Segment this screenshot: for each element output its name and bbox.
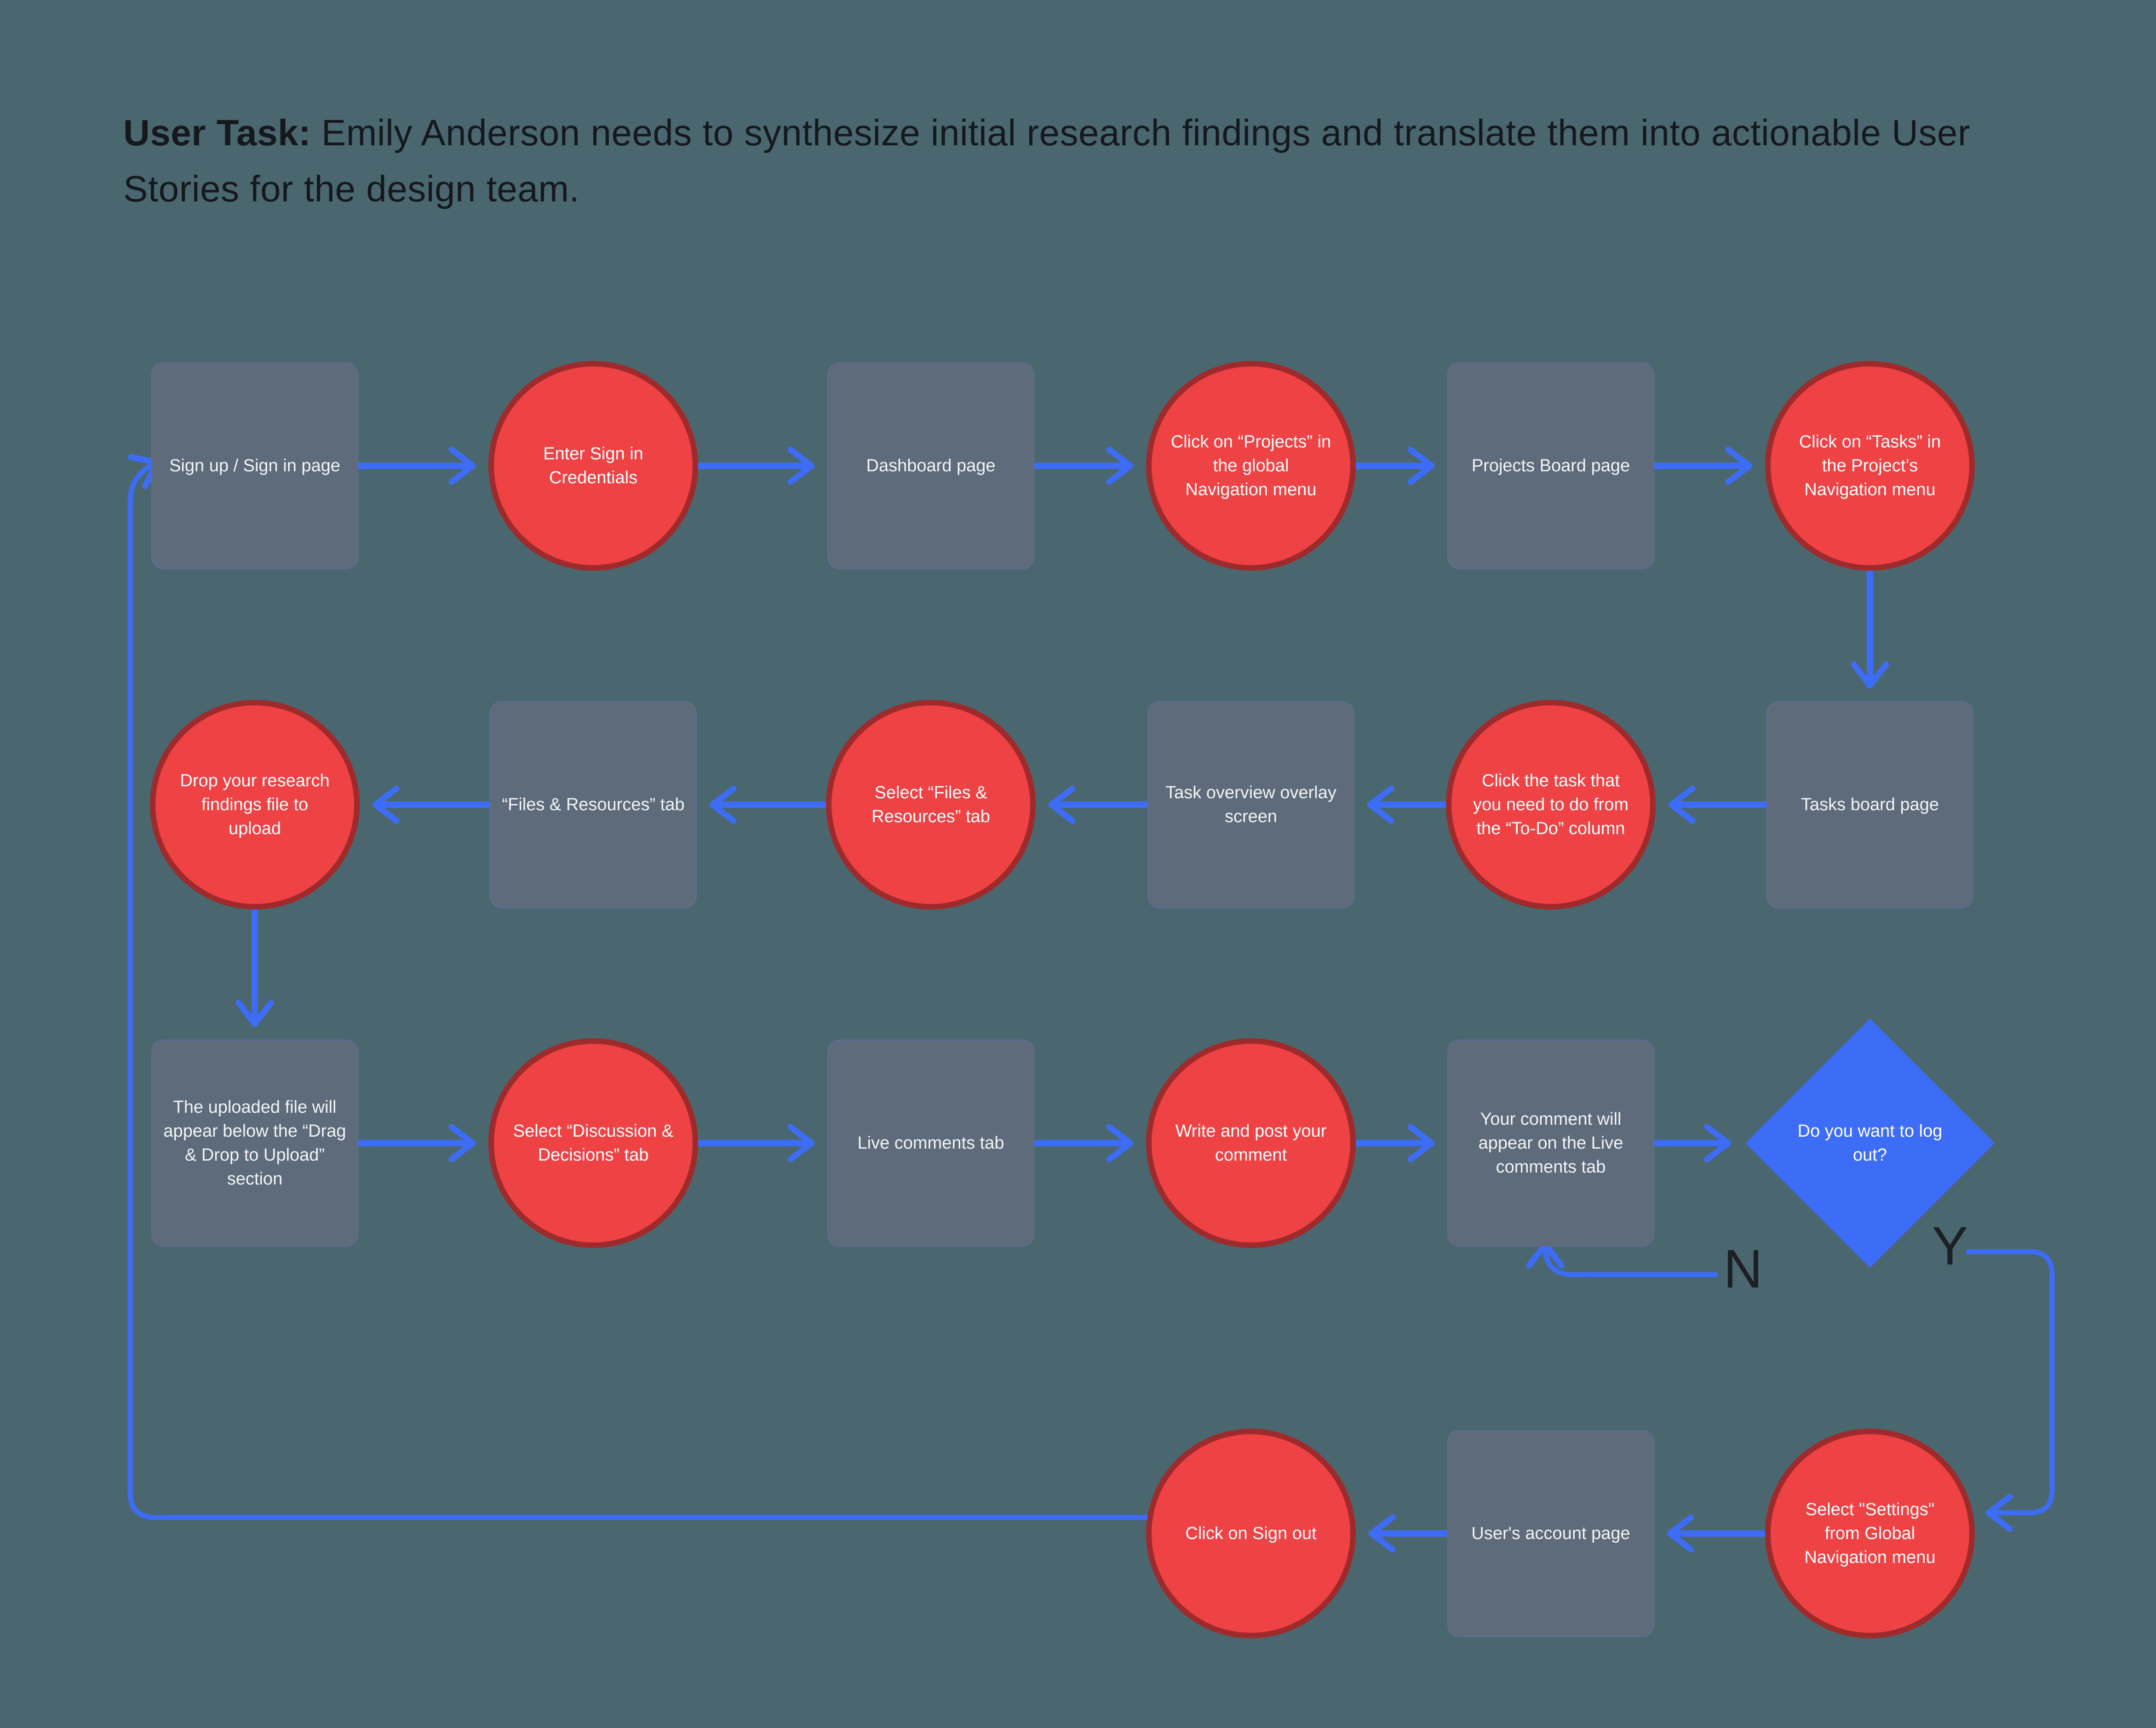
node-select-discussion[interactable]: Select “Discussion & Decisions” tab — [488, 1038, 698, 1248]
page-title-text: Emily Anderson needs to synthesize initi… — [123, 112, 1971, 209]
node-select-settings[interactable]: Select "Settings" from Global Navigation… — [1765, 1429, 1975, 1638]
node-label: Tasks board page — [1801, 795, 1939, 814]
node-click-sign-out[interactable]: Click on Sign out — [1146, 1429, 1356, 1638]
node-label: Select “Files & Resources” tab — [872, 783, 990, 826]
node-label: The uploaded file will appear below the … — [163, 1098, 346, 1189]
node-click-tasks[interactable]: Click on “Tasks” in the Project’s Naviga… — [1765, 361, 1975, 571]
page-title-prefix: User Task: — [123, 112, 311, 153]
node-drop-research-file[interactable]: Drop your research findings file to uplo… — [150, 700, 360, 910]
node-label: Your comment will appear on the Live com… — [1478, 1110, 1623, 1177]
edge-click-signout-to-signup — [127, 454, 1149, 1520]
node-label: User's account page — [1471, 1524, 1630, 1543]
node-label: Select "Settings" from Global Navigation… — [1804, 1500, 1936, 1567]
edge-yes-branch — [1966, 1249, 2055, 1532]
page-title: User Task: Emily Anderson needs to synth… — [123, 105, 2046, 217]
node-logout-decision-label: Do you want to log out? — [1783, 1083, 1957, 1203]
node-dashboard-page[interactable]: Dashboard page — [827, 362, 1034, 569]
node-label: Do you want to log out? — [1797, 1121, 1943, 1165]
node-label: Live comments tab — [857, 1133, 1004, 1153]
branch-label-no: N — [1723, 1239, 1763, 1299]
node-label: Sign up / Sign in page — [169, 456, 340, 475]
node-tasks-board-page[interactable]: Tasks board page — [1766, 701, 1973, 908]
node-live-comments-tab[interactable]: Live comments tab — [827, 1040, 1034, 1247]
node-label: Click on Sign out — [1185, 1524, 1317, 1543]
node-write-post-comment[interactable]: Write and post your comment — [1146, 1038, 1356, 1248]
node-signup-page[interactable]: Sign up / Sign in page — [151, 362, 358, 569]
branch-label-yes: Y — [1932, 1216, 1968, 1276]
node-label: Projects Board page — [1471, 456, 1630, 475]
node-label: “Files & Resources” tab — [502, 795, 685, 814]
node-click-task[interactable]: Click the task that you need to do from … — [1446, 700, 1656, 910]
node-select-files-resources[interactable]: Select “Files & Resources” tab — [826, 700, 1036, 910]
node-comment-appears[interactable]: Your comment will appear on the Live com… — [1447, 1040, 1654, 1247]
logout-decision-diamond[interactable] — [1745, 1018, 1995, 1268]
node-label: Click the task that you need to do from … — [1473, 771, 1628, 838]
node-files-resources-tab[interactable]: “Files & Resources” tab — [490, 701, 697, 908]
node-enter-credentials[interactable]: Enter Sign in Credentials — [488, 361, 698, 571]
node-label: Enter Sign in Credentials — [543, 444, 643, 487]
node-label: Select “Discussion & Decisions” tab — [513, 1121, 674, 1165]
node-label: Dashboard page — [866, 456, 996, 475]
node-label: Task overview overlay screen — [1165, 783, 1336, 826]
node-uploaded-file-note[interactable]: The uploaded file will appear below the … — [151, 1040, 358, 1247]
edge-no-branch — [1526, 1241, 1718, 1277]
node-label: Write and post your comment — [1175, 1121, 1327, 1165]
node-users-account-page[interactable]: User's account page — [1447, 1430, 1654, 1637]
node-click-projects[interactable]: Click on “Projects” in the global Naviga… — [1146, 361, 1356, 571]
node-task-overview-overlay[interactable]: Task overview overlay screen — [1147, 701, 1354, 908]
node-label: Click on “Tasks” in the Project’s Naviga… — [1799, 432, 1941, 499]
node-label: Drop your research findings file to uplo… — [180, 771, 330, 838]
node-label: Click on “Projects” in the global Naviga… — [1170, 432, 1331, 499]
node-projects-board-page[interactable]: Projects Board page — [1447, 362, 1654, 569]
